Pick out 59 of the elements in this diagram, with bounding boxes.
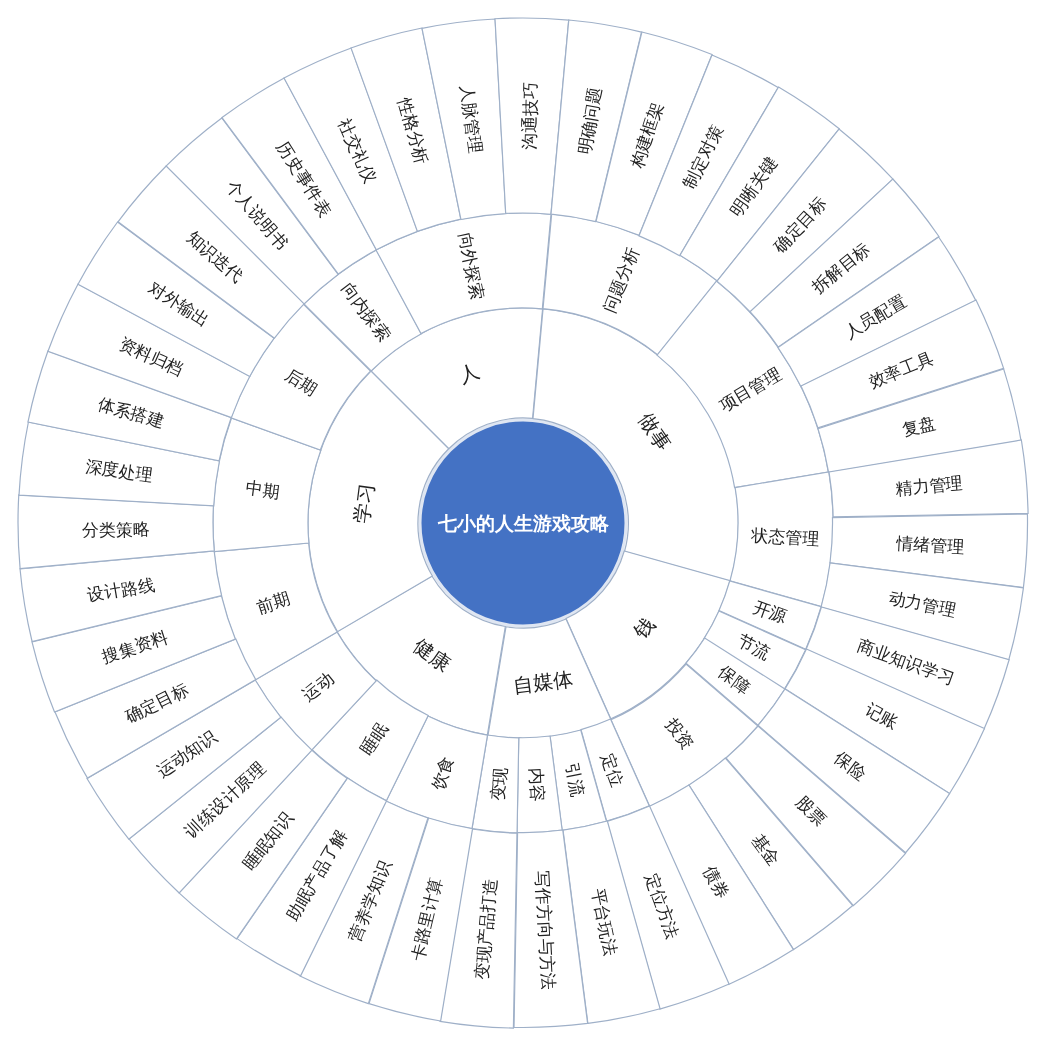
segment-label: 人脉管理 <box>457 83 485 154</box>
segment-label: 自媒体 <box>512 666 575 697</box>
segment-label: 定位 <box>597 750 627 789</box>
segment-label: 中期 <box>244 478 281 501</box>
segment-label: 精力管理 <box>894 473 964 499</box>
segment-label: 内容 <box>527 767 548 803</box>
segment-label: 后期 <box>282 365 321 400</box>
segment-label: 制定对策 <box>679 122 727 192</box>
segment-label: 向外探索 <box>454 230 487 301</box>
segment-label: 情绪管理 <box>895 534 965 557</box>
segment-label: 搜集资料 <box>99 628 171 667</box>
segment-label: 平台玩法 <box>588 887 621 958</box>
segment-label: 睡眠 <box>356 719 392 759</box>
segment-label: 问题分析 <box>599 244 643 315</box>
segment-label: 人 <box>455 358 482 387</box>
segment-label: 动力管理 <box>887 588 958 621</box>
segment-label: 构建框架 <box>628 99 667 171</box>
segment-label: 确定目标 <box>122 679 192 727</box>
segment-label: 沟通技巧 <box>520 81 541 150</box>
segment-label: 债券 <box>699 862 733 902</box>
segment-label: 钱 <box>629 612 659 643</box>
segment-label: 营养学知识 <box>345 857 396 944</box>
segment-label: 写作方向与方法 <box>532 869 558 990</box>
segment-label: 变现 <box>488 766 510 803</box>
segment-label: 健康 <box>409 634 455 676</box>
segment-label: 睡眠知识 <box>239 808 297 874</box>
segment-label: 开源 <box>750 597 789 627</box>
segment-label: 商业知识学习 <box>855 635 958 688</box>
segment-label: 做事 <box>634 409 676 455</box>
segment-label: 引流 <box>562 761 588 799</box>
segment-label: 复盘 <box>900 414 938 441</box>
segment-label: 明确问题 <box>574 85 605 157</box>
segment-label: 效率工具 <box>865 349 936 392</box>
segment-label: 资料归档 <box>116 334 186 380</box>
segment-label: 运动知识 <box>154 727 221 781</box>
segment-label: 状态管理 <box>750 526 820 549</box>
segment-label: 学习 <box>350 481 378 524</box>
segment-label: 节流 <box>734 631 774 664</box>
segment-label: 保险 <box>830 748 870 784</box>
segment-label: 记账 <box>862 699 902 733</box>
segment-label: 保障 <box>714 661 753 698</box>
segment-label: 分类策略 <box>81 520 150 541</box>
segment-label: 定位方法 <box>641 871 682 942</box>
segment-label: 变现产品打造 <box>471 877 500 981</box>
center-title: 七小的人生游戏攻略 <box>437 512 609 534</box>
segment-label: 体系搭建 <box>95 394 166 431</box>
segment-label: 基金 <box>748 830 784 870</box>
segment-label: 投资 <box>661 714 698 753</box>
segment-label: 股票 <box>792 792 830 830</box>
segment-label: 设计路线 <box>85 574 157 605</box>
segment-label: 社交礼仪 <box>334 116 380 186</box>
segment-label: 卡路里计算 <box>408 875 447 963</box>
segment-label: 性格分析 <box>394 95 431 166</box>
segment-label: 运动 <box>299 669 338 706</box>
segment-label: 深度处理 <box>83 457 154 485</box>
segment-label: 项目管理 <box>715 365 784 416</box>
segment-label: 向内探索 <box>338 279 395 346</box>
segment-label: 前期 <box>254 589 293 618</box>
segment-label: 饮食 <box>428 753 457 792</box>
